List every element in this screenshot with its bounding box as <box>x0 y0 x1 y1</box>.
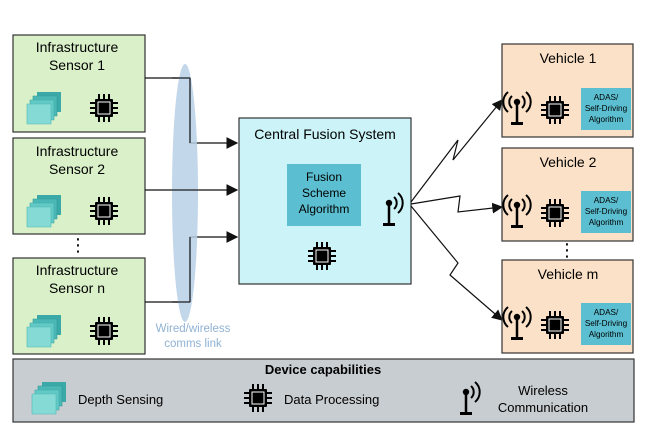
sensor-box-n: Infrastructure Sensor n <box>12 257 146 355</box>
fusion-algo-line3: Algorithm <box>299 202 350 216</box>
sensor-box-1: Infrastructure Sensor 1 <box>12 34 146 133</box>
fusion-algo-line2: Scheme <box>302 186 346 200</box>
sensor-1-label-line2: Sensor 1 <box>49 57 105 73</box>
adas-line1: ADAS/ <box>594 196 619 205</box>
adas-line2: Self-Driving <box>585 207 628 216</box>
fusion-algo-line1: Fusion <box>306 170 342 184</box>
comms-link-ellipse <box>172 64 198 322</box>
link-label-line1: Wired/wireless <box>156 323 231 335</box>
adas-line2: Self-Driving <box>585 319 628 328</box>
legend-wireless-line2: Communication <box>498 400 588 415</box>
legend-wireless-line1: Wireless <box>518 383 568 398</box>
legend-title: Device capabilities <box>265 362 381 377</box>
fusion-title: Central Fusion System <box>254 126 396 142</box>
adas-box <box>581 191 631 233</box>
adas-line3: Algorithm <box>589 218 624 227</box>
adas-box <box>581 88 631 130</box>
sensor-2-label-line1: Infrastructure <box>36 143 119 159</box>
vehicle-m-title: Vehicle m <box>538 266 599 282</box>
sensor-ellipsis: ⋮ <box>69 235 87 255</box>
vehicle-1-title: Vehicle 1 <box>540 50 597 66</box>
adas-line3: Algorithm <box>589 330 624 339</box>
legend-depth-label: Depth Sensing <box>78 392 163 407</box>
adas-line3: Algorithm <box>589 115 624 124</box>
vehicle-box-1: Vehicle 1 ADAS/ Self-Driving Algorithm <box>501 43 634 138</box>
vehicle-box-2: Vehicle 2 ADAS/ Self-Driving Algorithm <box>501 147 634 242</box>
sensor-n-label-line1: Infrastructure <box>36 262 119 278</box>
central-fusion-box: Central Fusion System Fusion Scheme Algo… <box>238 117 412 285</box>
adas-line1: ADAS/ <box>594 93 619 102</box>
vehicle-2-title: Vehicle 2 <box>540 154 597 170</box>
fusion-algorithm-box <box>287 164 361 226</box>
wireless-links <box>410 99 504 321</box>
sensor-2-label-line2: Sensor 2 <box>49 161 105 177</box>
sensor-n-label-line2: Sensor n <box>49 280 105 296</box>
adas-line2: Self-Driving <box>585 104 628 113</box>
legend-box: Device capabilities Depth Sensing Data P… <box>12 358 635 423</box>
vehicle-box-m: Vehicle m ADAS/ Self-Driving Algorithm <box>501 259 634 354</box>
legend-processing-label: Data Processing <box>284 392 379 407</box>
sensor-1-label-line1: Infrastructure <box>36 39 119 55</box>
link-label-line2: comms link <box>164 338 222 350</box>
adas-line1: ADAS/ <box>594 308 619 317</box>
adas-box <box>581 303 631 345</box>
sensor-box-2: Infrastructure Sensor 2 <box>12 137 146 235</box>
vehicle-ellipsis: ⋮ <box>558 240 576 260</box>
